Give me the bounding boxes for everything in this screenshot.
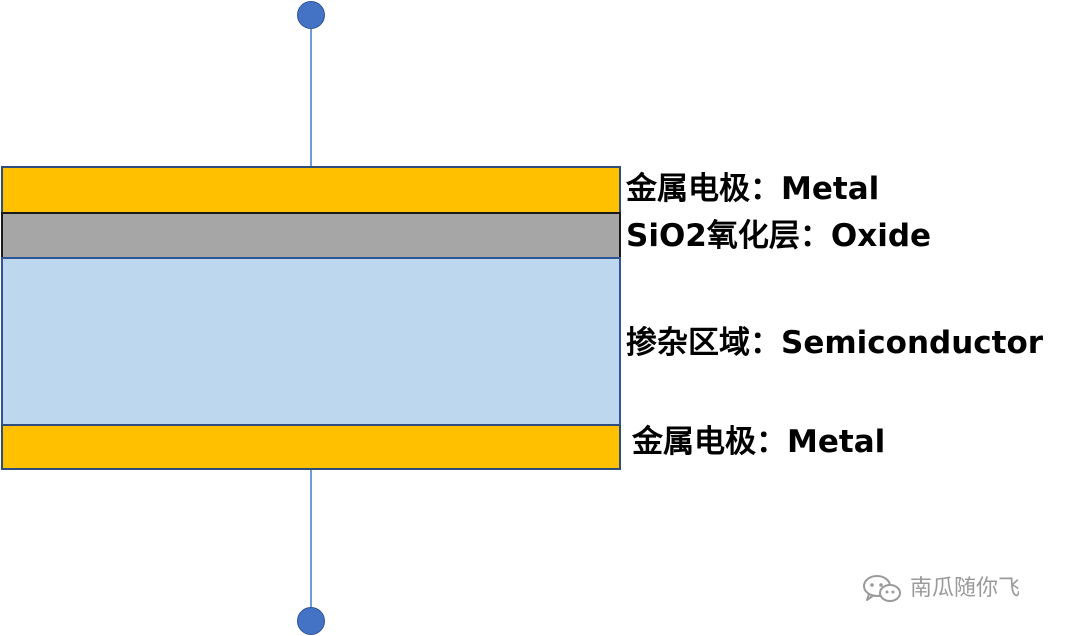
top-lead-wire bbox=[310, 29, 312, 167]
top-terminal-dot bbox=[297, 1, 325, 29]
watermark-text: 南瓜随你飞 bbox=[910, 576, 1021, 601]
bottom-metal-layer bbox=[1, 424, 621, 470]
bottom-terminal-dot bbox=[297, 607, 325, 635]
watermark: 南瓜随你飞 bbox=[862, 574, 1020, 604]
label-semiconductor: 掺杂区域：Semiconductor bbox=[626, 325, 1044, 361]
label-bottom-metal: 金属电极：Metal bbox=[632, 424, 886, 460]
label-top-metal: 金属电极：Metal bbox=[626, 171, 880, 207]
top-metal-layer bbox=[1, 166, 621, 214]
wechat-icon bbox=[862, 574, 902, 604]
bottom-lead-wire bbox=[310, 470, 312, 608]
oxide-layer bbox=[1, 212, 621, 259]
semiconductor-layer bbox=[1, 257, 621, 426]
label-oxide: SiO2氧化层：Oxide bbox=[626, 218, 932, 254]
